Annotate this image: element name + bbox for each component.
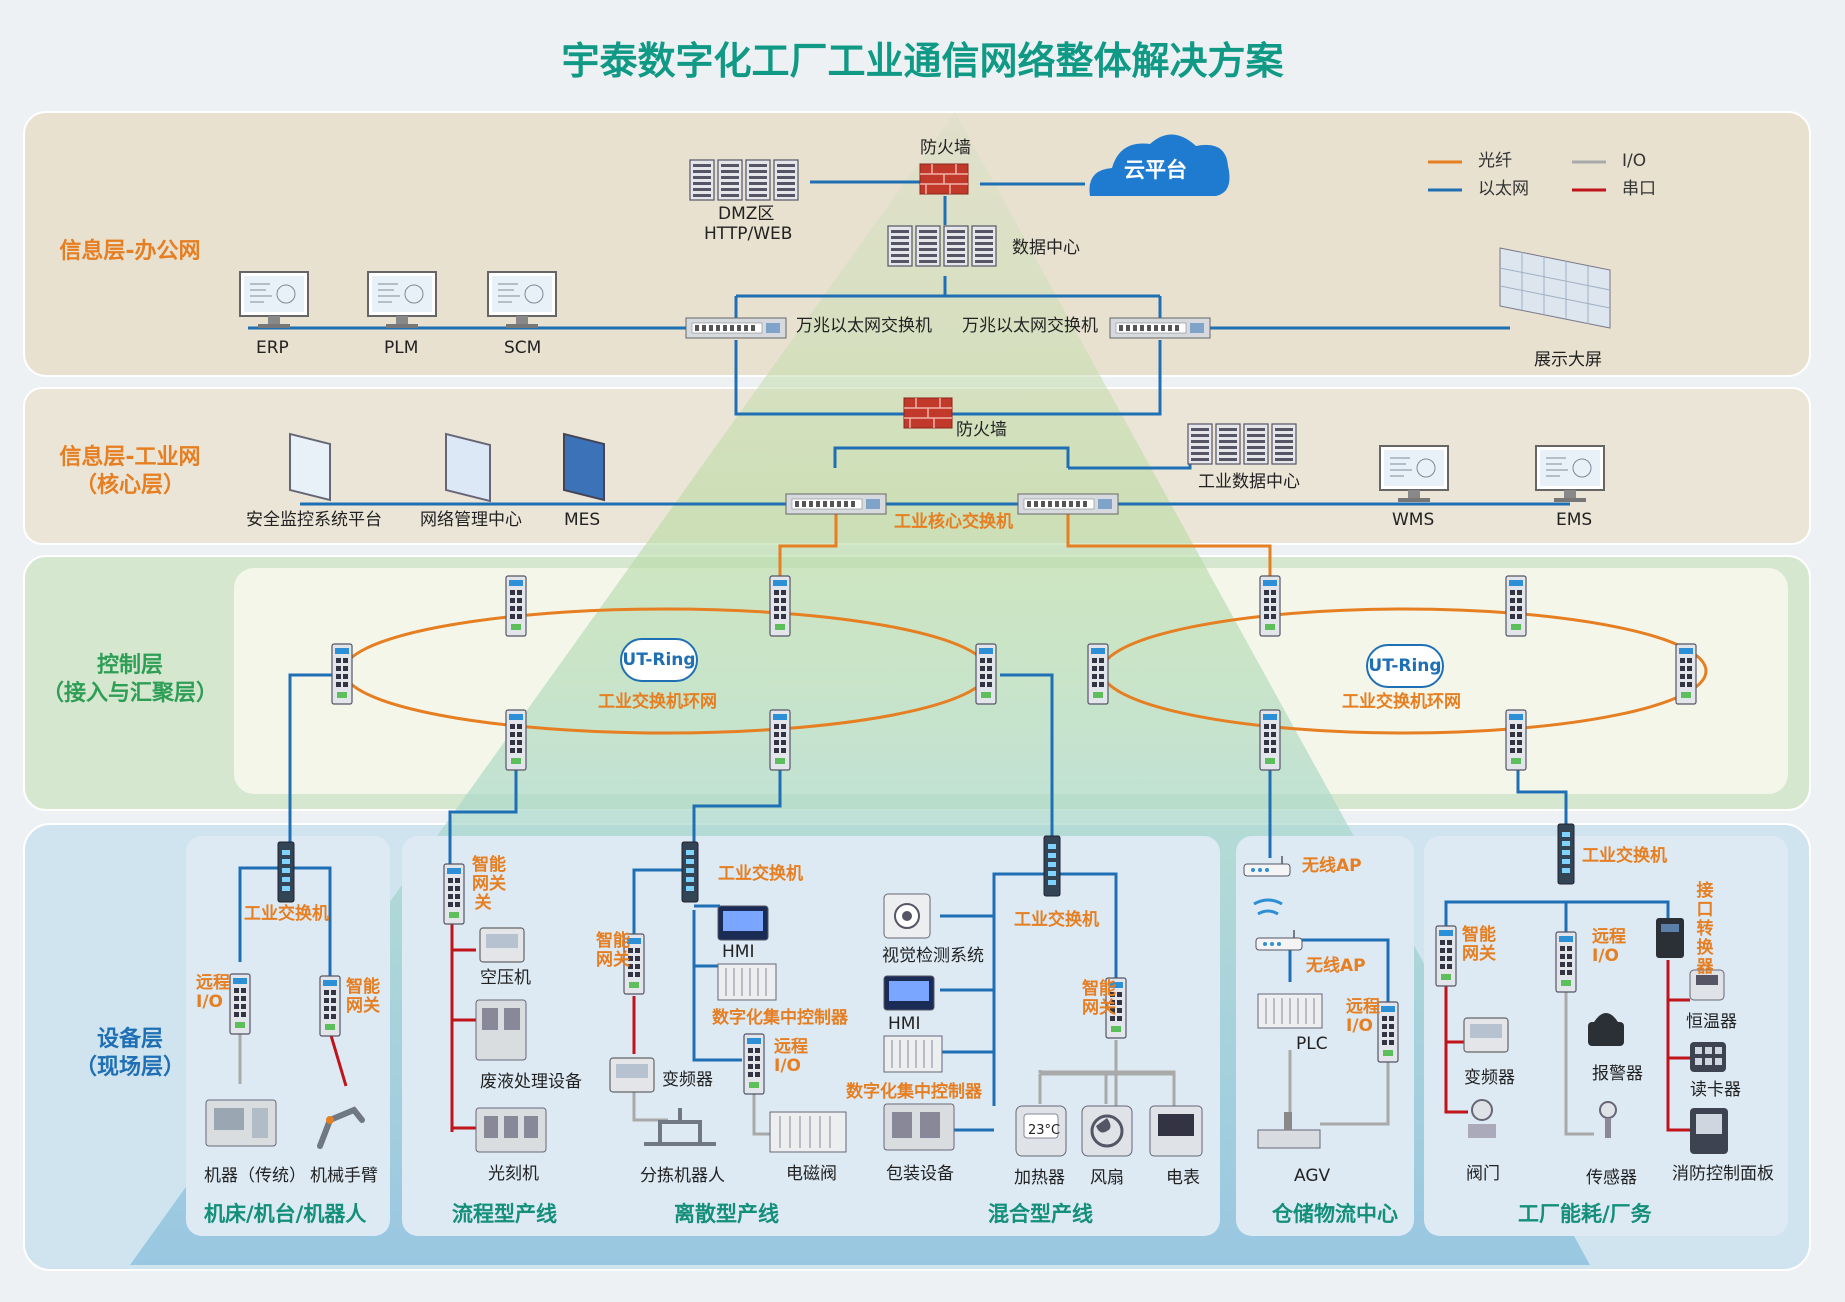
section-factory: 工厂能耗/厂务 bbox=[1518, 1202, 1652, 1226]
layer-label-device: 设备层 （现场层） bbox=[74, 1027, 185, 1080]
agv-label: AGV bbox=[1294, 1166, 1331, 1186]
core-switch-label: 工业核心交换机 bbox=[894, 512, 1013, 532]
section-machine: 机床/机台/机器人 bbox=[204, 1202, 367, 1226]
industrial-firewall-label: 防火墙 bbox=[956, 420, 1007, 440]
fire-panel-label: 消防控制面板 bbox=[1672, 1164, 1774, 1184]
sensor-label: 传感器 bbox=[1586, 1168, 1637, 1188]
factory-gateway-label: 智能 网关 bbox=[1462, 925, 1496, 964]
legend-fiber: 光纤 bbox=[1478, 151, 1512, 171]
machine-remote-io-label: 远程 I/O bbox=[196, 973, 230, 1012]
legend-serial: 串口 bbox=[1622, 179, 1656, 199]
fan-label: 风扇 bbox=[1090, 1168, 1124, 1188]
factory-inverter-label: 变频器 bbox=[1464, 1068, 1515, 1088]
machine-switch-label: 工业交换机 bbox=[244, 904, 329, 924]
ut-ring-logo-left: UT-Ring bbox=[620, 638, 698, 682]
discrete-switch-label: 工业交换机 bbox=[718, 864, 803, 884]
mes-label: MES bbox=[564, 510, 601, 530]
process-gateway-label: 智能 网关 关 bbox=[472, 855, 506, 913]
factory-remote-io-label: 远程 I/O bbox=[1592, 927, 1626, 966]
solenoid-valve-label: 电磁阀 bbox=[786, 1164, 837, 1184]
ring-label-right: 工业交换机环网 bbox=[1342, 692, 1461, 712]
sorting-robot-label: 分拣机器人 bbox=[640, 1166, 725, 1186]
industrial-datacenter-label: 工业数据中心 bbox=[1198, 472, 1300, 492]
ut-ring-logo-right: UT-Ring bbox=[1366, 644, 1444, 688]
layer-label-office: 信息层-办公网 bbox=[59, 239, 201, 264]
robot-arm-label: 机械手臂 bbox=[310, 1166, 378, 1186]
netmgmt-label: 网络管理中心 bbox=[420, 510, 522, 530]
ap1-label: 无线AP bbox=[1302, 856, 1362, 876]
wms-label: WMS bbox=[1392, 510, 1435, 530]
cloud-platform-label: 云平台 bbox=[1124, 158, 1187, 182]
card-reader-label: 读卡器 bbox=[1690, 1080, 1741, 1100]
machine-traditional-label: 机器（传统） bbox=[204, 1166, 306, 1186]
valve-label: 阀门 bbox=[1466, 1164, 1500, 1184]
layer-label-control: 控制层 （接入与汇聚层） bbox=[41, 653, 218, 706]
legend-ethernet: 以太网 bbox=[1478, 179, 1529, 199]
switch-right-label: 万兆以太网交换机 bbox=[962, 316, 1098, 336]
section-discrete: 离散型产线 bbox=[674, 1202, 779, 1226]
thermostat-label: 恒温器 bbox=[1686, 1012, 1737, 1032]
factory-switch-label: 工业交换机 bbox=[1582, 846, 1667, 866]
waste-treatment-label: 废液处理设备 bbox=[480, 1072, 582, 1092]
ring-label-left: 工业交换机环网 bbox=[598, 692, 717, 712]
section-warehouse: 仓储物流中心 bbox=[1272, 1202, 1398, 1226]
erp-label: ERP bbox=[256, 338, 289, 358]
datacenter-label: 数据中心 bbox=[1012, 238, 1080, 258]
discrete-controller-label: 数字化集中控制器 bbox=[712, 1008, 848, 1028]
display-wall-label: 展示大屏 bbox=[1534, 350, 1602, 370]
dmz-label: DMZ区 bbox=[718, 204, 775, 224]
vision-system-label: 视觉检测系统 bbox=[882, 946, 984, 966]
ems-label: EMS bbox=[1556, 510, 1593, 530]
hybrid-hmi-label: HMI bbox=[888, 1014, 921, 1034]
machine-gateway-label: 智能 网关 bbox=[346, 977, 380, 1016]
section-hybrid: 混合型产线 bbox=[988, 1202, 1093, 1226]
plc-label: PLC bbox=[1296, 1034, 1328, 1054]
discrete-hmi-label: HMI bbox=[722, 942, 755, 962]
hybrid-switch-label: 工业交换机 bbox=[1014, 910, 1099, 930]
security-platform-label: 安全监控系统平台 bbox=[246, 510, 382, 530]
heater-label: 加热器 bbox=[1014, 1168, 1065, 1188]
meter-label: 电表 bbox=[1166, 1168, 1200, 1188]
layer-label-industrial: 信息层-工业网 （核心层） bbox=[59, 445, 201, 498]
alarm-label: 报警器 bbox=[1592, 1064, 1643, 1084]
interface-converter-label: 接 口 转 换 器 bbox=[1696, 881, 1714, 977]
plm-label: PLM bbox=[384, 338, 419, 358]
dmz-http-label: HTTP/WEB bbox=[704, 224, 793, 244]
hybrid-gateway-label: 智能 网关 bbox=[1082, 979, 1116, 1018]
packaging-label: 包装设备 bbox=[886, 1164, 954, 1184]
discrete-remote-io-label: 远程 I/O bbox=[774, 1037, 808, 1076]
heater-display: 23°C bbox=[1028, 1123, 1061, 1138]
switch-left-label: 万兆以太网交换机 bbox=[796, 316, 932, 336]
warehouse-remote-io-label: 远程 I/O bbox=[1346, 997, 1380, 1036]
hybrid-controller-label: 数字化集中控制器 bbox=[846, 1082, 982, 1102]
office-firewall-label: 防火墙 bbox=[920, 138, 971, 158]
discrete-gateway-label: 智能 网关 bbox=[596, 931, 630, 970]
scm-label: SCM bbox=[504, 338, 542, 358]
section-process: 流程型产线 bbox=[452, 1202, 557, 1226]
legend-io: I/O bbox=[1622, 151, 1647, 171]
diagram-title: 宇泰数字化工厂工业通信网络整体解决方案 bbox=[561, 39, 1284, 83]
compressor-label: 空压机 bbox=[480, 968, 531, 988]
engraver-label: 光刻机 bbox=[488, 1164, 539, 1184]
ap2-label: 无线AP bbox=[1306, 956, 1366, 976]
discrete-inverter-label: 变频器 bbox=[662, 1070, 713, 1090]
